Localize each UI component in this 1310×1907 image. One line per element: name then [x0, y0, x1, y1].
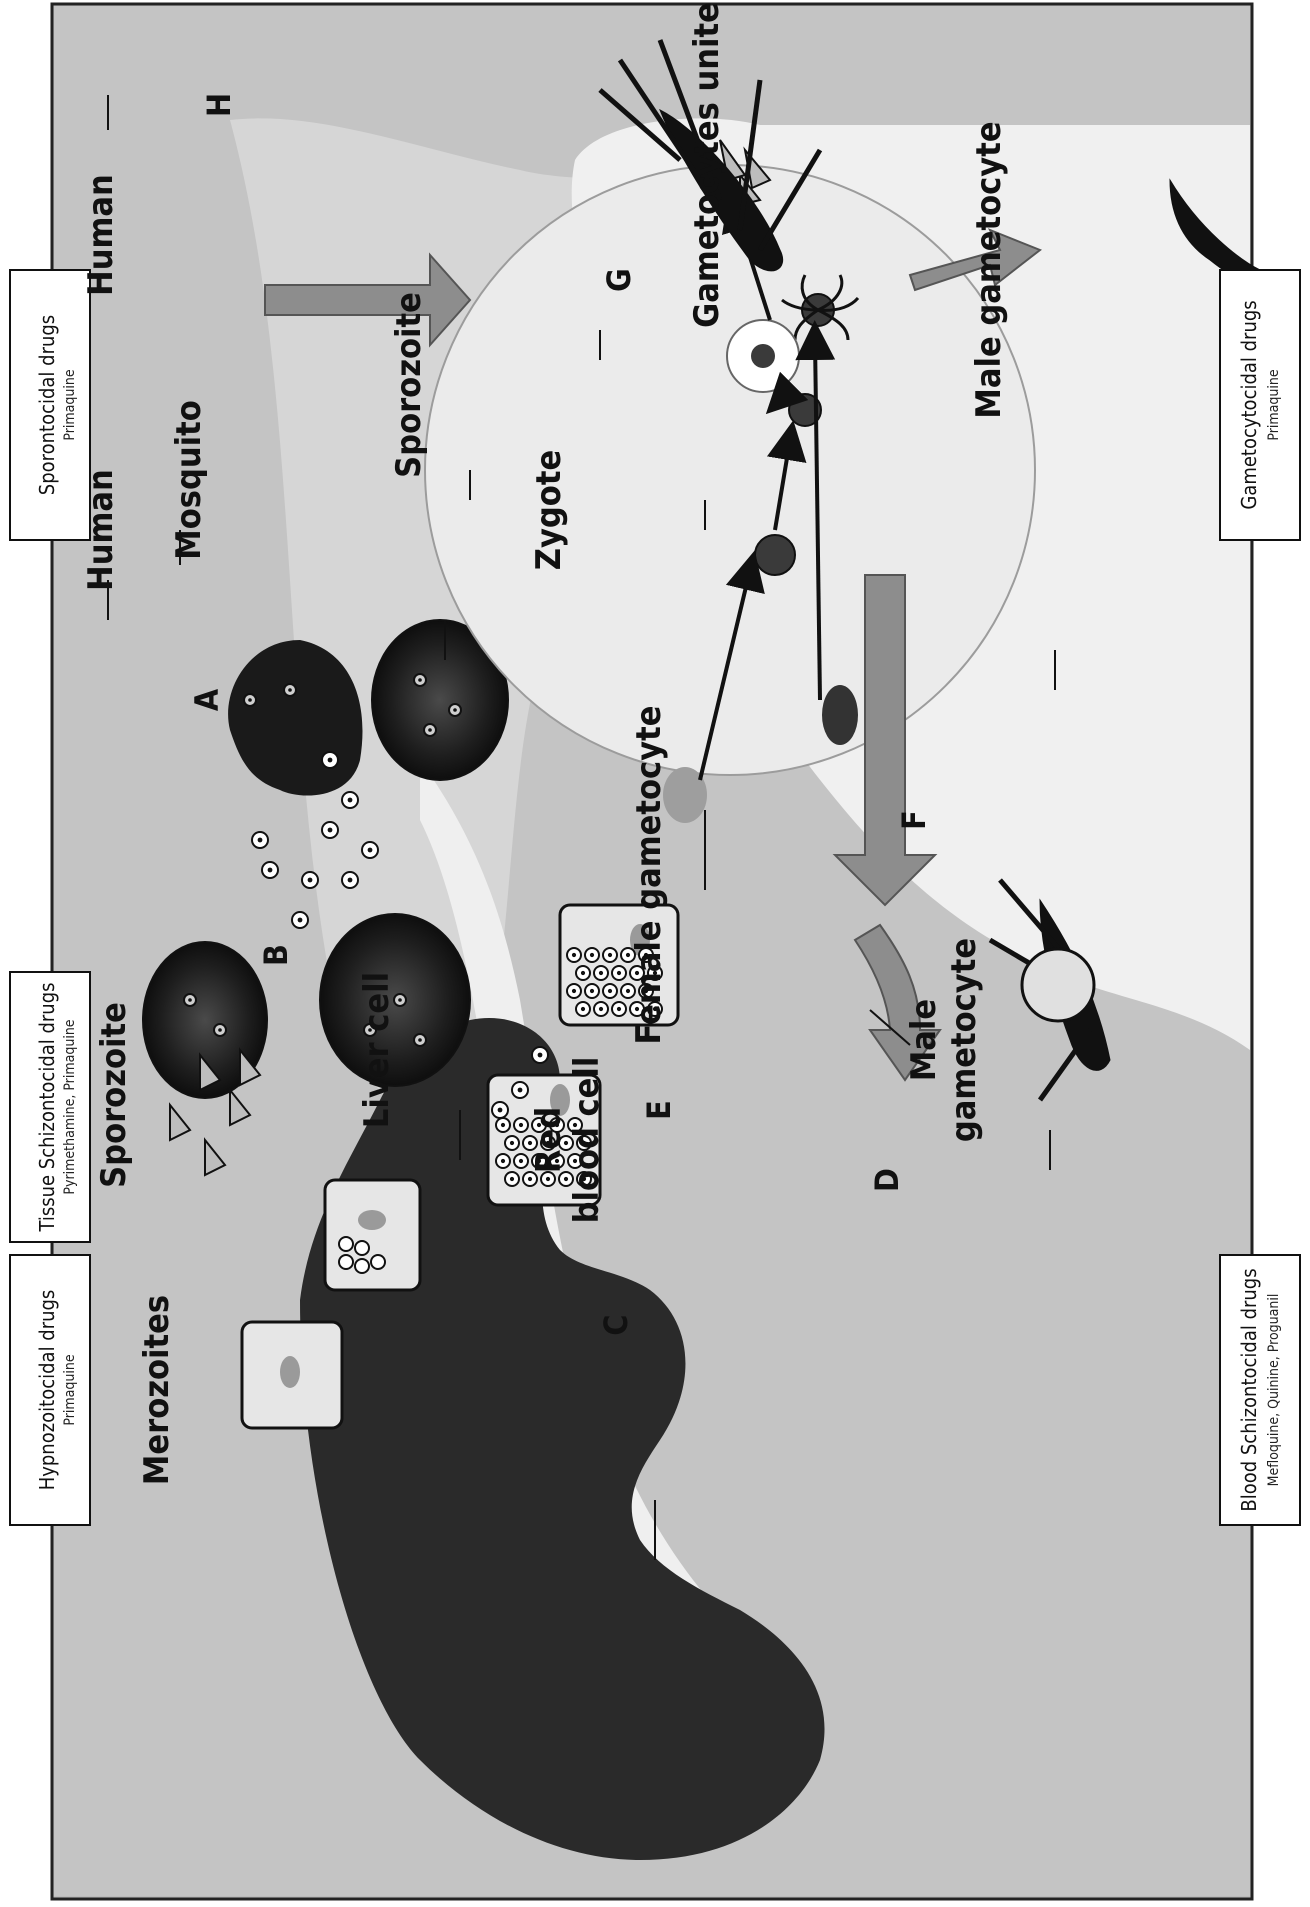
hypnozoitocidal-title: Hypnozoitocidal drugs [35, 1290, 59, 1491]
drug-box-hypnozoitocidal: Hypnozoitocidal drugs Primaquine [10, 1255, 90, 1525]
stage-letter-f: F [895, 810, 933, 830]
label-human-mid: Human [81, 469, 121, 591]
merozoite-nucleus [617, 971, 621, 975]
tissue-title: Tissue Schizontocidal drugs [35, 982, 59, 1232]
stage-letter-g: G [600, 268, 638, 292]
merozoite-nucleus [608, 989, 612, 993]
drug-box-gametocytocidal: Gametocytocidal drugs Primaquine [1220, 270, 1300, 540]
merozoite-nucleus [581, 971, 585, 975]
label-merozoites: Merozoites [137, 1295, 177, 1485]
merozoite-nucleus [308, 878, 313, 883]
mosquito-f-gut [1022, 949, 1094, 1021]
label-female-gametocyte: Female gametocyte [629, 706, 669, 1045]
merozoite-nucleus [418, 678, 422, 682]
liver-cell-1 [242, 1322, 342, 1428]
merozoite-nucleus [572, 989, 576, 993]
merozoite-nucleus [581, 1007, 585, 1011]
merozoite-nucleus [518, 1088, 523, 1093]
label-sporozoite-b: Sporozoite [94, 1002, 134, 1188]
label-liver-cell: Liver cell [357, 972, 397, 1128]
sporontocidal-drugs: Primaquine [62, 369, 78, 440]
tissue-drugs: Pyrimethamine, Primaquine [62, 1019, 78, 1194]
label-mosquito: Mosquito [169, 400, 209, 559]
label-gametocyte: gametocyte [944, 938, 984, 1142]
merozoite-nucleus [538, 1053, 543, 1058]
merozoite-nucleus [398, 998, 402, 1002]
merozoite-nucleus [608, 953, 612, 957]
merozoite-nucleus [268, 868, 273, 873]
drug-box-blood: Blood Schizontocidal drugs Mefloquine, Q… [1220, 1255, 1300, 1525]
merozoite-nucleus [328, 828, 333, 833]
gametocytocidal-drugs: Primaquine [1266, 369, 1282, 440]
merozoite-nucleus [418, 1038, 422, 1042]
liver-cell-2 [325, 1180, 420, 1290]
sporontocidal-title: Sporontocidal drugs [35, 315, 59, 495]
merozoite-nucleus [453, 708, 457, 712]
label-red: Red [529, 1107, 569, 1173]
merozoite-nucleus [519, 1159, 523, 1163]
merozoite-nucleus [546, 1177, 550, 1181]
label-male-gametocyte-circle: Male gametocyte [969, 121, 1009, 418]
stage-letter-b: B [257, 944, 295, 966]
merozoite-nucleus [590, 989, 594, 993]
blood-drugs: Mefloquine, Quinine, Proguanil [1266, 1294, 1282, 1487]
merozoite-nucleus [248, 698, 252, 702]
merozoite-nucleus [368, 848, 373, 853]
stage-letter-d: D [868, 1168, 906, 1192]
label-human-top: Human [81, 174, 121, 296]
stage-letter-c: C [597, 1314, 635, 1335]
merozoite-nucleus [498, 1108, 503, 1113]
female-gamete [755, 535, 795, 575]
merozoite-nucleus [258, 838, 263, 843]
merozoite-nucleus [428, 728, 432, 732]
stage-letter-a: A [188, 688, 226, 711]
merozoite-nucleus [218, 1028, 222, 1032]
merozoite-nucleus [572, 953, 576, 957]
merozoite-nucleus [510, 1141, 514, 1145]
merozoite-nucleus [501, 1159, 505, 1163]
merozoite-nucleus [590, 953, 594, 957]
sporogony-circle [425, 165, 1035, 775]
merozoite-nucleus [348, 798, 353, 803]
blood-title: Blood Schizontocidal drugs [1237, 1268, 1261, 1511]
label-zygote: Zygote [529, 450, 569, 570]
merozoite-nucleus [599, 1007, 603, 1011]
label-blood-cell: blood cell [567, 1057, 607, 1224]
merozoite-nucleus [288, 688, 292, 692]
gametocytocidal-title: Gametocytocidal drugs [1237, 300, 1261, 509]
merozoite-nucleus [348, 878, 353, 883]
merozoite-nucleus [617, 1007, 621, 1011]
merozoite-nucleus [528, 1177, 532, 1181]
stage-letter-h: H [200, 93, 238, 117]
hypnozoitocidal-drugs: Primaquine [62, 1354, 78, 1425]
stage-letter-e: E [640, 1100, 678, 1120]
merozoite-nucleus [510, 1177, 514, 1181]
merozoite-nucleus [298, 918, 303, 923]
label-male: Male [904, 999, 944, 1081]
merozoite-nucleus [599, 971, 603, 975]
merozoite-nucleus [188, 998, 192, 1002]
drug-box-tissue: Tissue Schizontocidal drugs Pyrimethamin… [10, 972, 90, 1242]
drug-box-sporontocidal: Sporontocidal drugs Primaquine [10, 270, 90, 540]
merozoite-nucleus [328, 758, 333, 763]
merozoite-nucleus [519, 1123, 523, 1127]
label-sporozoite-g: Sporozoite [389, 292, 429, 478]
merozoite-nucleus [501, 1123, 505, 1127]
label-gametocytes-unite: Gametocytes unite [687, 2, 727, 328]
male-gametocyte-shape [822, 685, 858, 745]
